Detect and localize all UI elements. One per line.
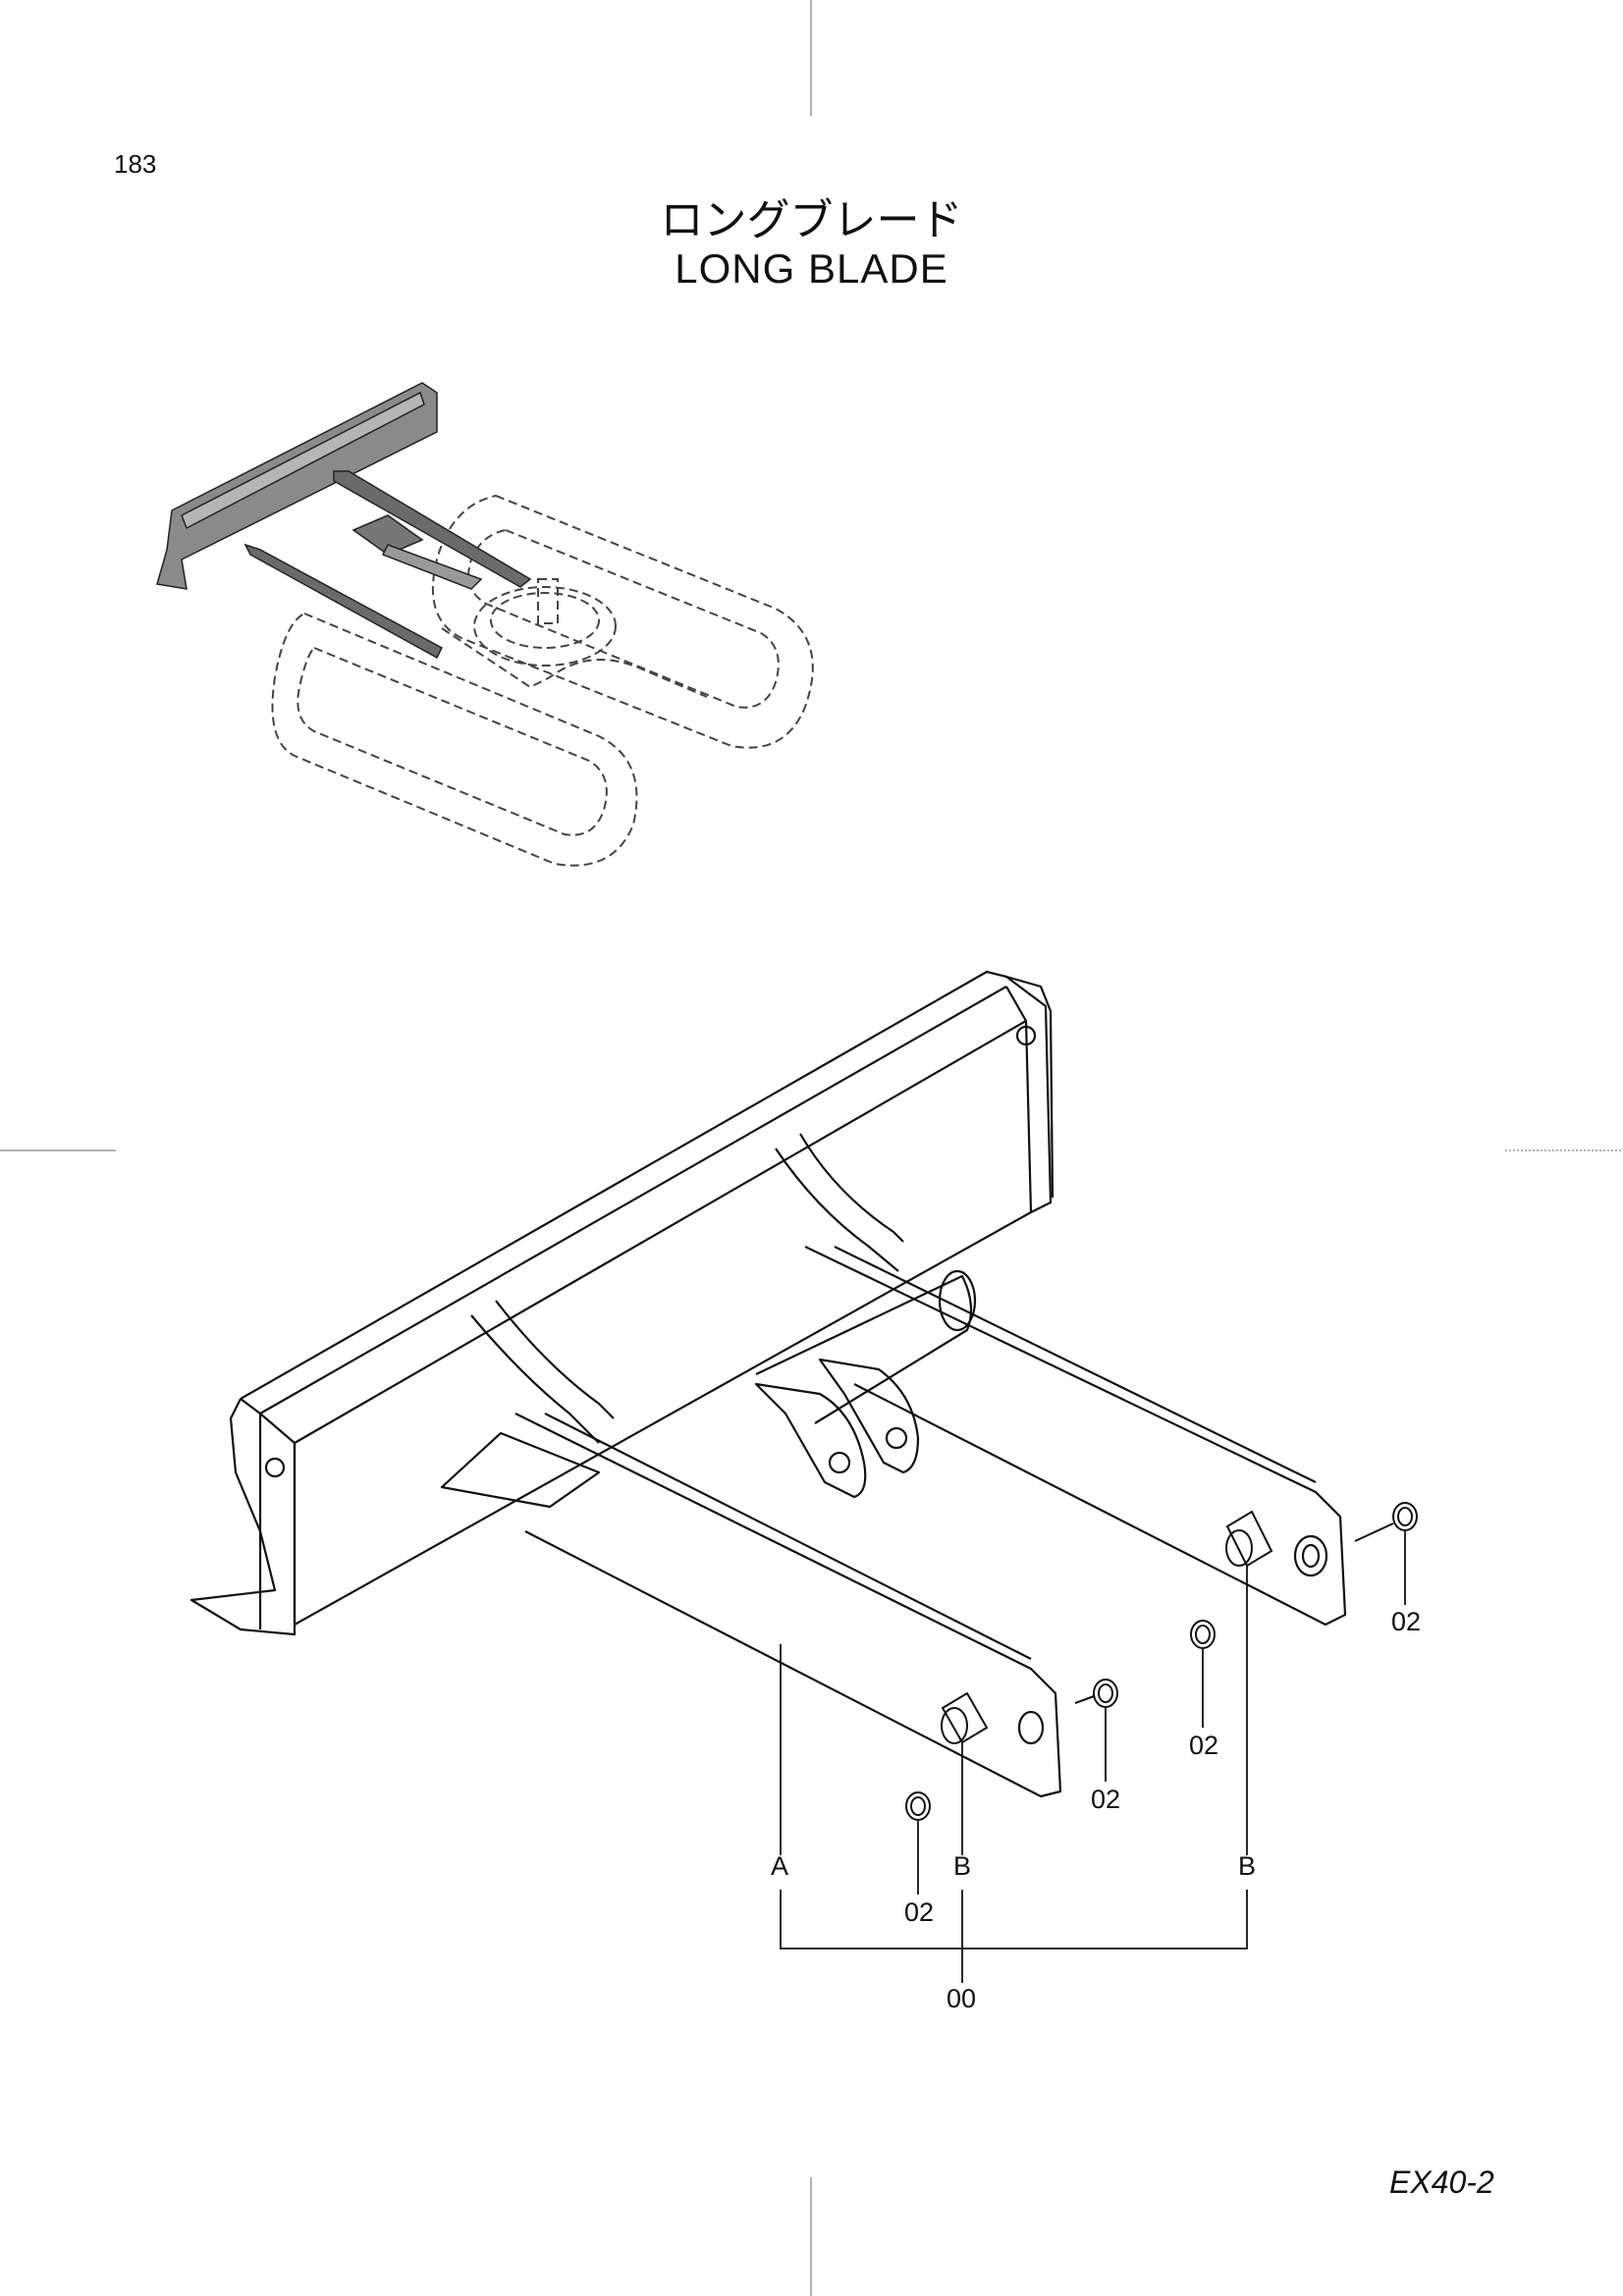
callout-a: A [771, 1851, 788, 1881]
callout-assembly: 00 [947, 1984, 976, 2013]
locator-view [156, 382, 814, 867]
callout-b-left: B [953, 1851, 971, 1881]
callout-b-right: B [1238, 1851, 1256, 1881]
bushings-and-rings [905, 1502, 1418, 1821]
locator-blade [156, 382, 532, 660]
title-english: LONG BLADE [675, 245, 948, 292]
callout-02-right-ring: 02 [1189, 1731, 1218, 1760]
model-code: EX40-2 [1389, 2164, 1494, 2200]
callout-02-left-arm: 02 [1091, 1785, 1120, 1814]
page-number: 183 [114, 149, 157, 179]
title-japanese: ロングブレード [660, 195, 963, 245]
blade-assembly [189, 970, 1347, 1798]
callout-02-left-ring: 02 [904, 1897, 934, 1927]
leader-lines [780, 1531, 1406, 1983]
callout-02-right-arm: 02 [1391, 1607, 1421, 1636]
